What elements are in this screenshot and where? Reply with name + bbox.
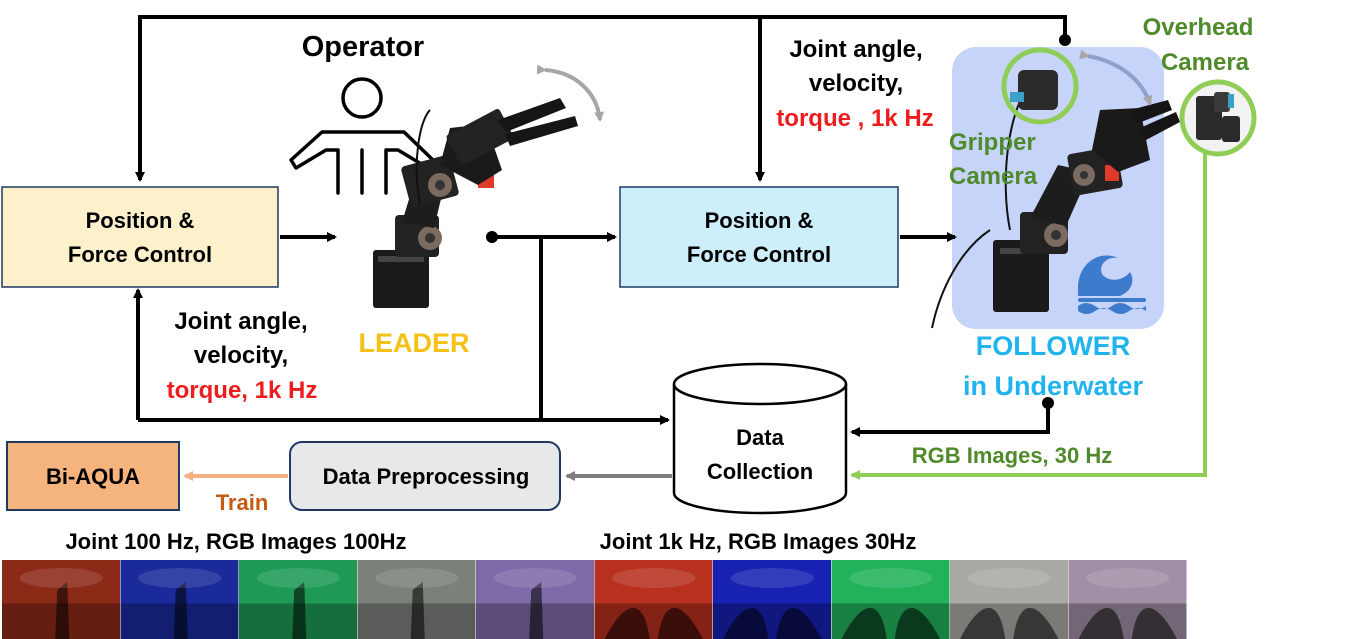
leader-label: LEADER	[358, 328, 469, 358]
thumbnail-4-gray-tint	[357, 560, 476, 639]
thumbnail-10-purple-tint	[1068, 560, 1187, 639]
leader-feedback-line2: velocity,	[194, 342, 288, 369]
follower-control-box: Position & Force Control	[619, 186, 899, 288]
leader-robot-arm	[373, 98, 578, 308]
thumbnail-6-red-tint	[594, 560, 713, 639]
gripper-camera-label-line2: Camera	[949, 163, 1038, 190]
follower-feedback-torque: torque , 1k Hz	[776, 105, 933, 132]
thumbnail-7-blue-tint	[713, 560, 831, 639]
bi-aqua-label: Bi-AQUA	[46, 464, 140, 489]
follower-control-line2: Force Control	[687, 242, 831, 267]
leader-feedback-torque: torque, 1k Hz	[167, 377, 318, 404]
thumbnail-2-blue-tint	[120, 560, 239, 639]
thumbnail-5-purple-tint	[476, 560, 594, 639]
camera-image-line	[850, 150, 1207, 480]
data-collection-cylinder: Data Collection	[672, 362, 848, 515]
overhead-camera-label-line1: Overhead	[1143, 14, 1254, 41]
follower-robot-arm	[931, 70, 1180, 329]
thumbnail-1-red-tint	[2, 560, 120, 639]
follower-joint-tap-dot	[1059, 34, 1071, 46]
leader-control-line1: Position &	[86, 208, 195, 233]
data-preprocessing-label: Data Preprocessing	[323, 464, 530, 489]
follower-control-line1: Position &	[705, 208, 814, 233]
bi-aqua-box: Bi-AQUA	[6, 441, 180, 511]
rgb-images-label: RGB Images, 30 Hz	[912, 443, 1113, 468]
row-100hz-label: Joint 100 Hz, RGB Images 100Hz	[65, 529, 406, 554]
top-feedback-loop	[135, 15, 1067, 182]
leader-control-box: Position & Force Control	[1, 186, 279, 288]
leader-connections	[133, 232, 1050, 437]
thumbnail-9-gray-tint	[950, 560, 1068, 639]
operator-title: Operator	[302, 31, 424, 63]
leader-rotation-arrow	[536, 64, 605, 122]
train-label: Train	[216, 490, 269, 515]
data-preprocessing-box: Data Preprocessing	[289, 441, 561, 511]
leader-control-line2: Force Control	[68, 242, 212, 267]
follower-label-line2: in Underwater	[963, 371, 1144, 401]
thumbnail-8-green-tint	[831, 560, 950, 639]
water-wave-icon	[1078, 255, 1146, 314]
follower-label-line1: FOLLOWER	[976, 331, 1130, 361]
data-collection-line2: Collection	[707, 459, 813, 484]
gripper-camera-label-line1: Gripper	[949, 129, 1036, 156]
row-1khz-label: Joint 1k Hz, RGB Images 30Hz	[600, 529, 917, 554]
data-collection-line1: Data	[736, 425, 784, 450]
thumbnail-strip	[2, 560, 1187, 639]
operator-person-icon	[289, 77, 435, 195]
leader-joint-tap-dot	[486, 231, 498, 243]
thumbnail-3-green-tint	[239, 560, 357, 639]
gripper-camera-circle	[1001, 47, 1079, 125]
follower-data-tap-dot	[1042, 397, 1054, 409]
follower-feedback-line1: Joint angle,	[789, 36, 922, 63]
follower-feedback-line2: velocity,	[809, 70, 903, 97]
overhead-camera-label-line2: Camera	[1161, 49, 1250, 76]
follower-rotation-arrow	[1079, 49, 1153, 106]
overhead-camera-icon	[1179, 79, 1257, 157]
leader-feedback-line1: Joint angle,	[174, 308, 307, 335]
